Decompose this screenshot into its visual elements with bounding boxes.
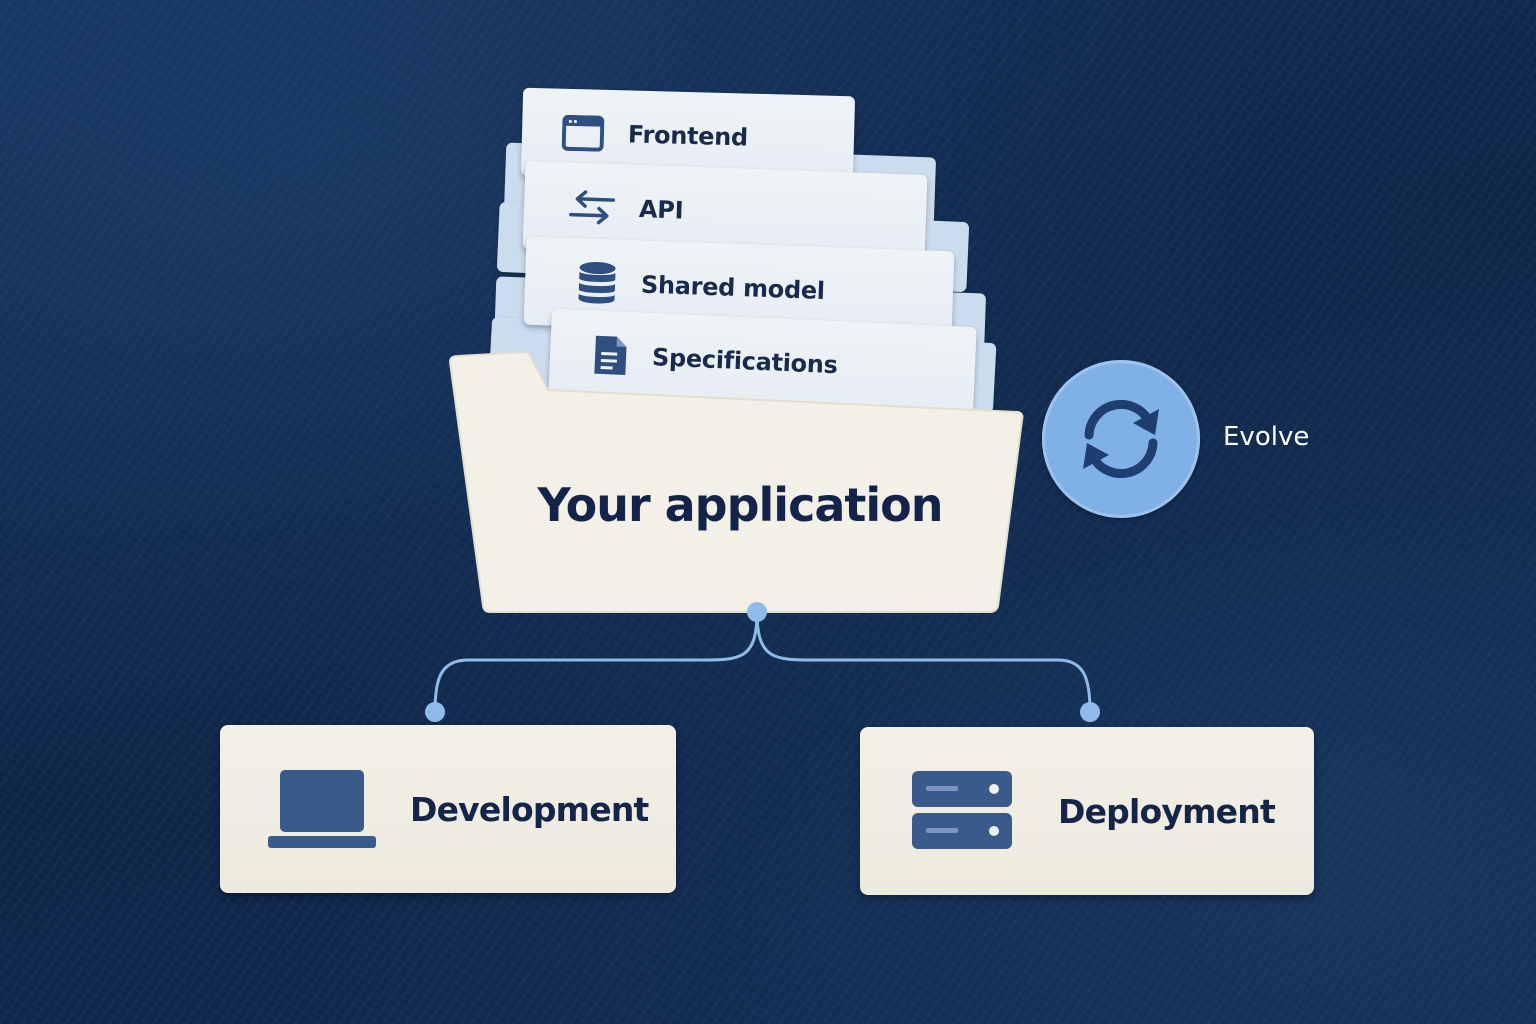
document-card-specifications[interactable]: Specifications <box>548 308 977 416</box>
document-card-api[interactable]: API <box>522 161 928 263</box>
folder-title: Your application <box>537 478 944 532</box>
connector-node-deployment <box>1080 702 1100 722</box>
connector-node-development <box>425 702 445 722</box>
deployment-box[interactable]: Deployment <box>860 727 1314 895</box>
browser-window-icon <box>561 114 605 152</box>
laptop-icon <box>268 770 376 848</box>
document-icon <box>594 335 627 376</box>
document-card-frontend[interactable]: Frontend <box>520 87 856 185</box>
evolve-label: Evolve <box>1223 422 1310 452</box>
connector-to-deployment <box>755 611 1092 713</box>
development-box[interactable]: Development <box>220 725 676 893</box>
deployment-label: Deployment <box>1058 791 1276 831</box>
connector-to-development <box>433 611 759 713</box>
swap-arrows-icon <box>569 190 616 225</box>
document-card-shared-model[interactable]: Shared model <box>523 236 955 340</box>
database-icon <box>578 262 616 304</box>
server-icon <box>912 771 1012 849</box>
evolve-button[interactable] <box>1042 360 1200 518</box>
development-label: Development <box>410 789 649 829</box>
connector-node-top <box>747 602 767 622</box>
refresh-cycle-icon <box>1083 399 1159 479</box>
